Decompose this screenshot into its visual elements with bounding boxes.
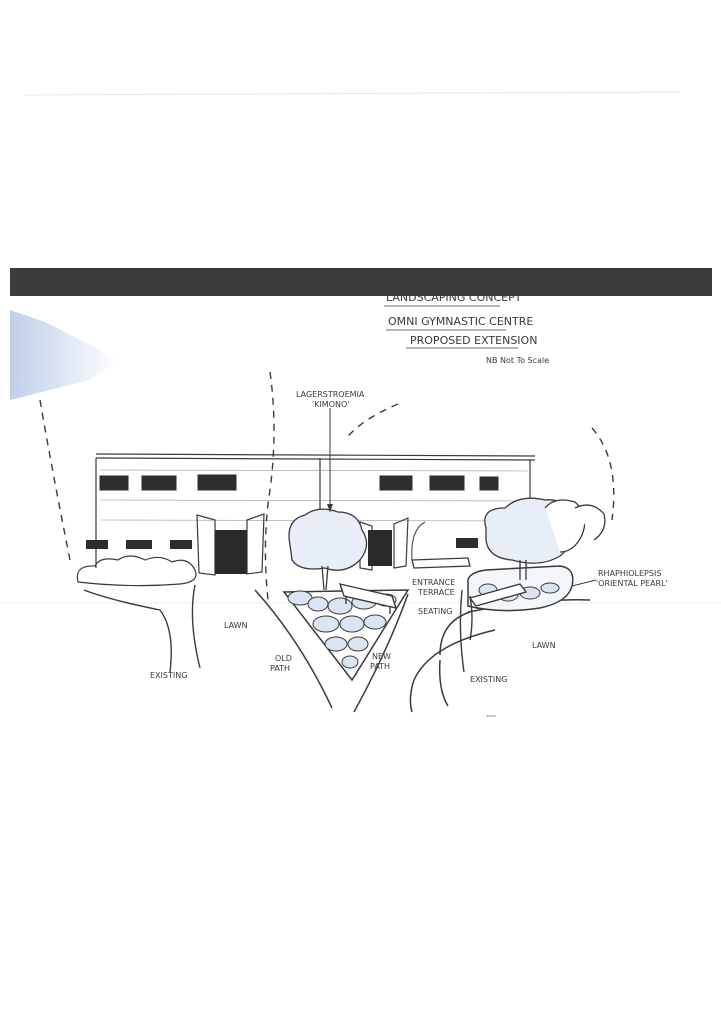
right-entrance [359, 517, 409, 571]
bench-centre [338, 583, 398, 614]
existing-tree-right [459, 589, 473, 673]
scan-line-top [24, 91, 681, 96]
upper-windows [99, 474, 499, 491]
plant-labels: LAGERSTROEMIA 'KIMONO' ENTRANCE TERRACE … [150, 390, 668, 684]
lagerstroemia-tree [288, 508, 368, 591]
lagerstroemia-arrow [327, 504, 333, 512]
bench-terrace [411, 557, 471, 569]
label-lawn-left: LAWN [224, 621, 248, 630]
paths [254, 589, 591, 713]
label-new-path-2: PATH [370, 662, 390, 671]
label-lagerstroemia-1: LAGERSTROEMIA [296, 390, 365, 399]
label-new-path-1: NEW [372, 652, 391, 661]
rhaphiolepsis-leader [571, 579, 597, 587]
label-lagerstroemia-2: 'KIMONO' [312, 400, 349, 409]
scale-note: NB Not To Scale [486, 356, 549, 365]
title-block: LANDSCAPING CONCEPT OMNI GYMNASTIC CENTR… [384, 291, 549, 365]
left-hedge [76, 555, 197, 587]
right-bed [467, 497, 606, 612]
terrace-leader [411, 521, 426, 561]
label-lawn-right: LAWN [532, 641, 556, 650]
label-seating: SEATING [418, 607, 452, 616]
bench-right [468, 583, 528, 607]
title-line-1: LANDSCAPING CONCEPT [386, 291, 522, 304]
label-old-path-2: PATH [270, 664, 290, 673]
blue-wash [10, 310, 120, 400]
label-entrance-1: ENTRANCE [412, 578, 455, 587]
label-existing-right: EXISTING [470, 675, 507, 684]
label-rhaphiolepsis-2: 'ORIENTAL PEARL' [596, 579, 668, 588]
label-old-path-1: OLD [275, 654, 292, 663]
dashed-tree-outlines [39, 371, 615, 601]
existing-tree-left [83, 584, 201, 673]
left-entrance [196, 513, 265, 576]
scan-bar [10, 268, 712, 296]
title-line-2: OMNI GYMNASTIC CENTRE [388, 315, 533, 328]
lower-windows [86, 538, 478, 549]
label-existing-left: EXISTING [150, 671, 187, 680]
label-rhaphiolepsis-1: RHAPHIOLEPSIS [598, 569, 661, 578]
label-entrance-2: TERRACE [417, 588, 455, 597]
title-line-3: PROPOSED EXTENSION [410, 334, 537, 347]
